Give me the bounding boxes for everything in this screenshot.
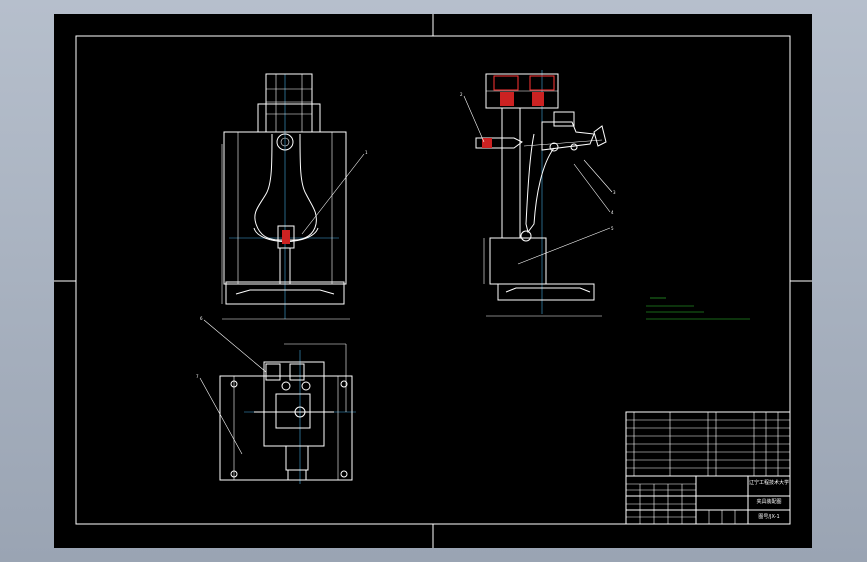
title-block [625,411,791,525]
svg-text:5: 5 [611,226,614,231]
title-drawing-no: 图号/JX-1 [758,514,780,520]
side-view: 2 3 4 5 [460,70,616,317]
title-drawing-name: 夹具装配图 [756,499,782,505]
inner-frame [75,35,791,525]
title-school: 辽宁工程技术大学 [748,480,789,486]
svg-text:2: 2 [460,92,463,97]
top-view: 6 7 [196,316,356,484]
svg-text:1: 1 [365,150,368,155]
svg-text:4: 4 [611,210,614,215]
drawing-canvas: 1 2 3 4 [54,14,812,548]
svg-text:7: 7 [196,374,199,379]
svg-text:3: 3 [613,190,616,195]
drawing-sheet: 1 2 3 4 [54,14,812,548]
svg-text:6: 6 [200,316,203,321]
centering-marks [54,14,812,548]
technical-notes [646,297,750,320]
front-view: 1 [221,73,368,320]
